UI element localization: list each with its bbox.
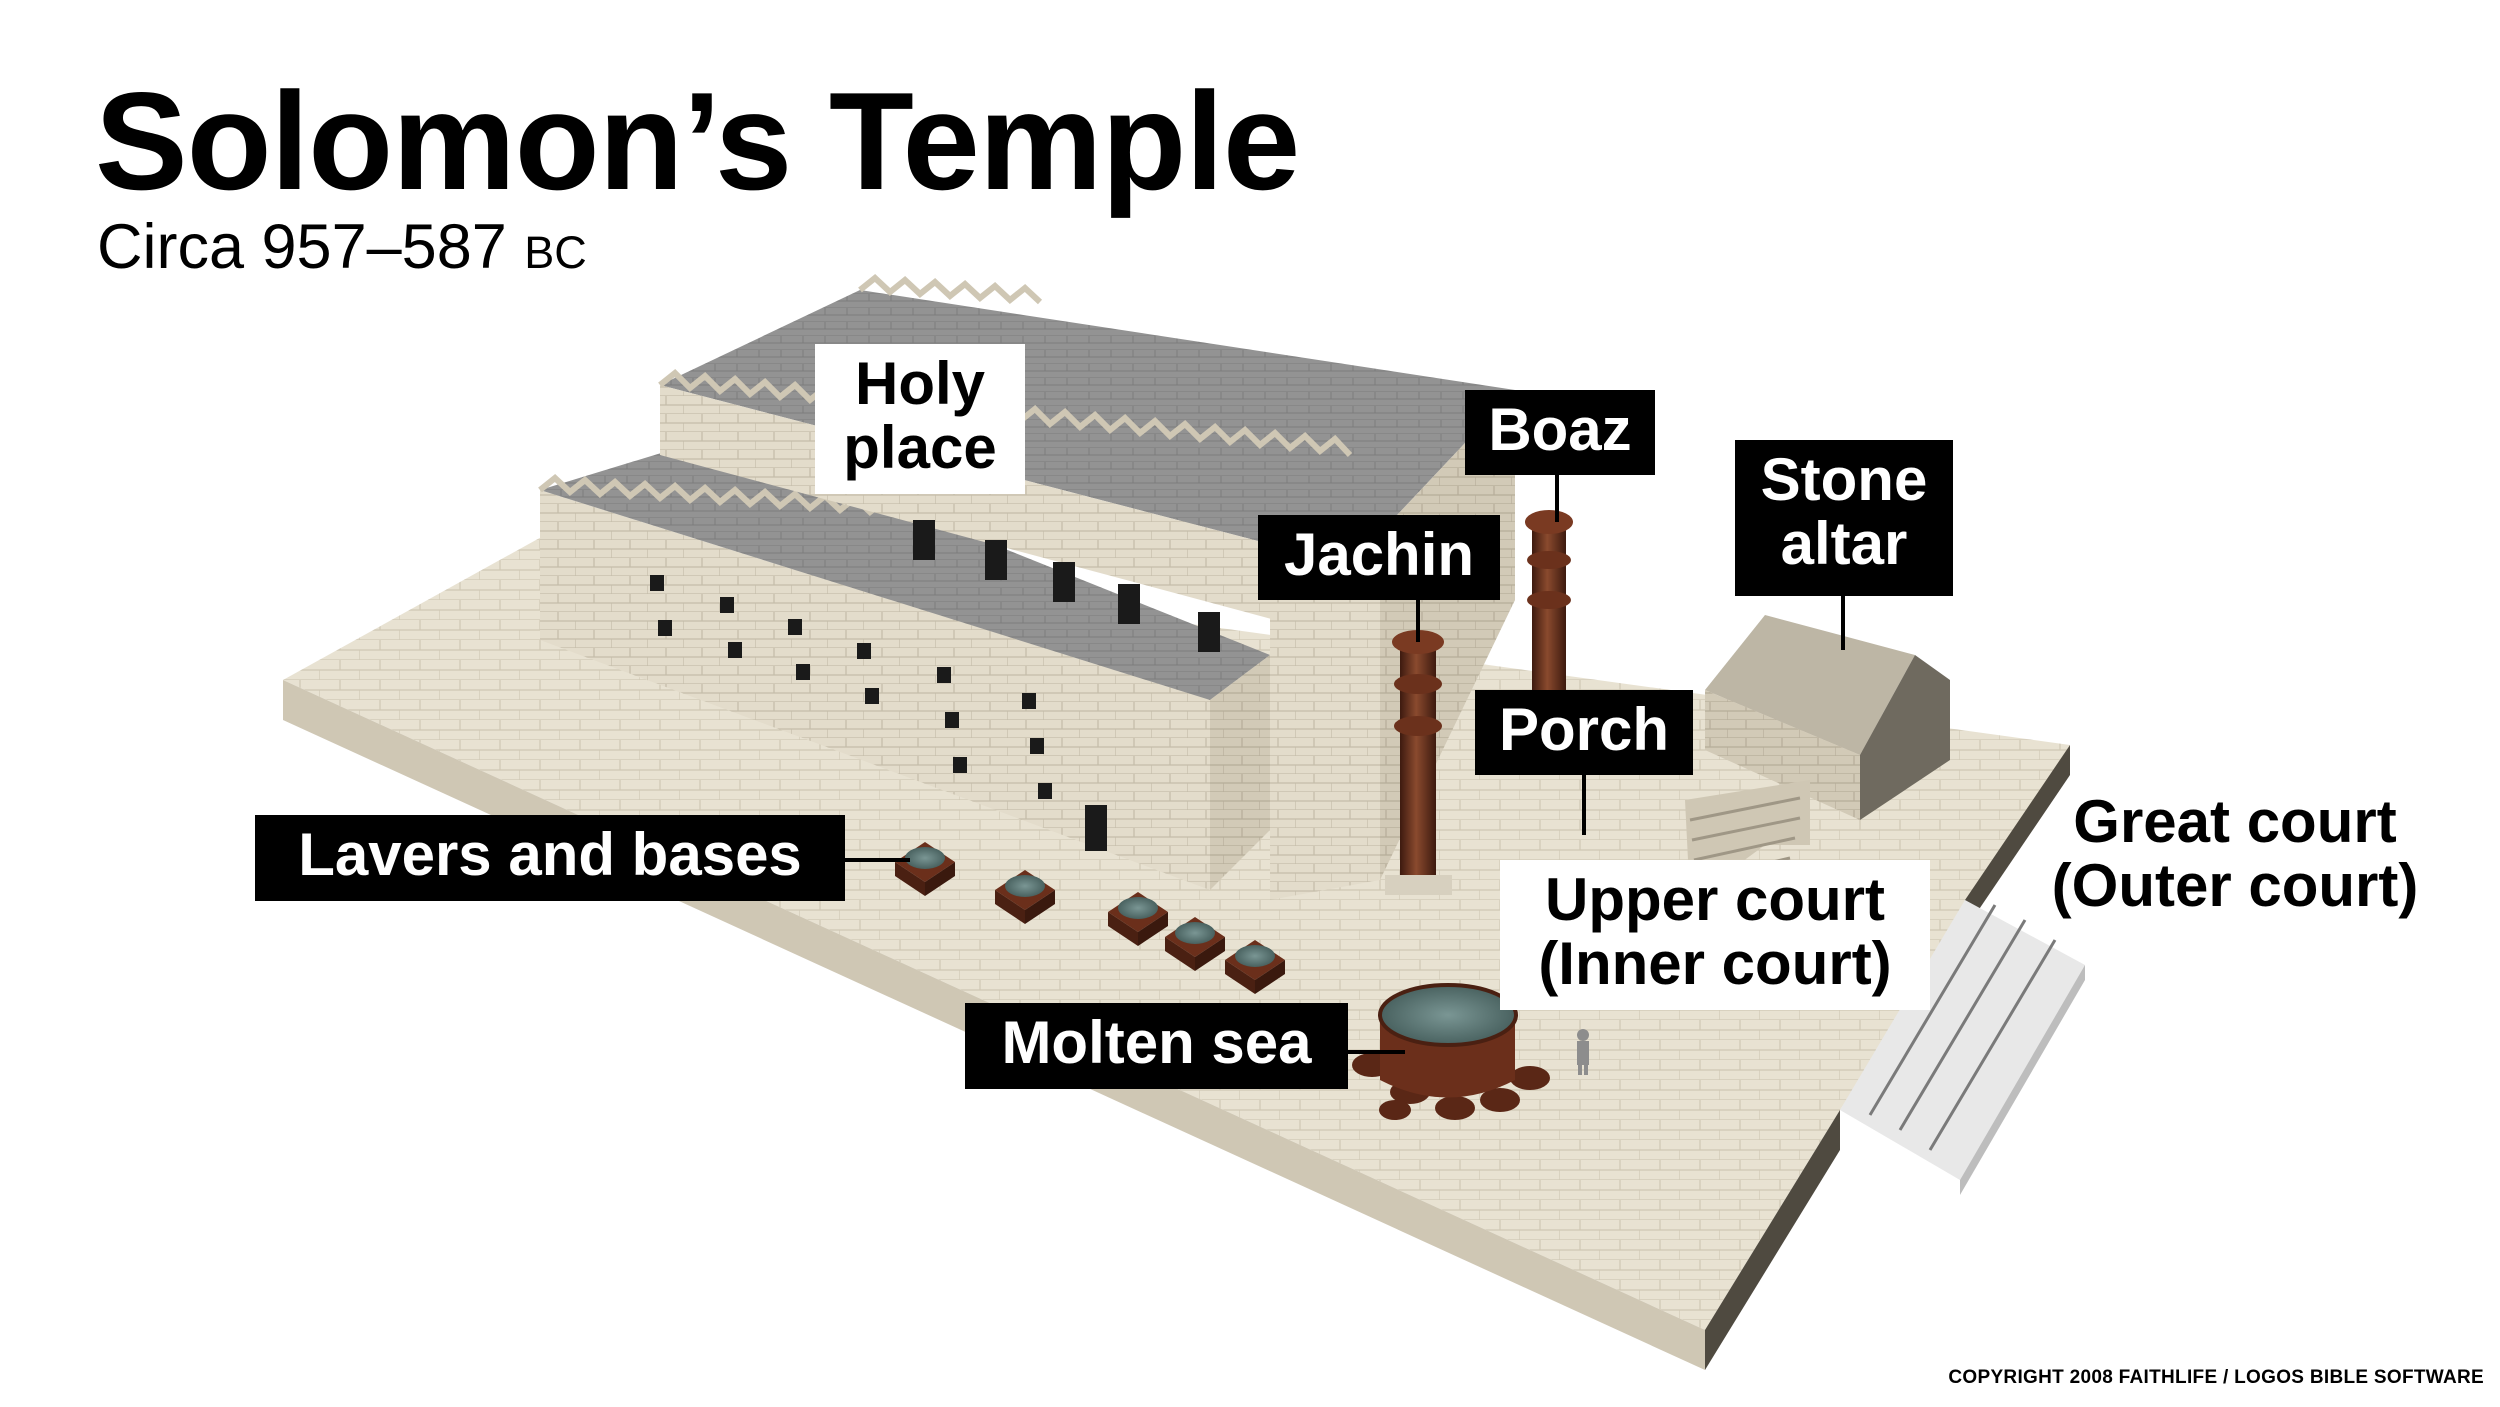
main-building-back-crenellation bbox=[858, 274, 1043, 305]
label-great-court-text: Great court (Outer court) bbox=[2051, 788, 2419, 919]
label-upper-court-text: Upper court (Inner court) bbox=[1538, 866, 1892, 997]
porch-front bbox=[1270, 570, 1380, 900]
label-great-court: Great court (Outer court) bbox=[2030, 790, 2440, 940]
label-stone-altar-text: Stone altar bbox=[1760, 446, 1928, 577]
altar-front bbox=[1705, 690, 1860, 820]
subtitle-era: BC bbox=[524, 227, 587, 278]
lower-windows bbox=[650, 575, 1107, 851]
altar-top bbox=[1705, 615, 1915, 755]
upper-windows bbox=[913, 520, 1220, 652]
altar-side bbox=[1860, 655, 1950, 820]
label-molten-sea: Molten sea bbox=[965, 1003, 1348, 1089]
label-stone-altar: Stone altar bbox=[1735, 440, 1953, 596]
outer-court-steps bbox=[1840, 900, 2085, 1195]
label-holy-place-text: Holy place bbox=[843, 350, 997, 481]
label-porch: Porch bbox=[1475, 690, 1693, 775]
laver bbox=[995, 870, 1055, 924]
label-jachin: Jachin bbox=[1258, 515, 1500, 600]
platform-right-face-upper bbox=[1965, 745, 2070, 930]
copyright-notice: COPYRIGHT 2008 FAITHLIFE / LOGOS BIBLE S… bbox=[1948, 1367, 2484, 1388]
leader-lines bbox=[845, 475, 1845, 1054]
label-upper-court: Upper court (Inner court) bbox=[1500, 860, 1930, 1010]
laver bbox=[1165, 917, 1225, 971]
subtitle-date-range: Circa 957–587 bbox=[97, 212, 525, 282]
pillar-boaz bbox=[1525, 510, 1573, 700]
label-boaz: Boaz bbox=[1465, 390, 1655, 475]
laver bbox=[1108, 892, 1168, 946]
pillar-jachin bbox=[1385, 630, 1452, 895]
lavers bbox=[895, 842, 1285, 994]
label-lavers-and-bases: Lavers and bases bbox=[255, 815, 845, 901]
molten-sea bbox=[1352, 983, 1550, 1120]
label-molten-sea-text: Molten sea bbox=[1001, 1009, 1312, 1076]
laver bbox=[1225, 940, 1285, 994]
label-holy-place: Holy place bbox=[815, 344, 1025, 494]
platform-right-face bbox=[1705, 1110, 1840, 1370]
molten-sea-water bbox=[1378, 983, 1518, 1047]
label-jachin-text: Jachin bbox=[1283, 521, 1475, 588]
person-figure bbox=[1577, 1029, 1589, 1075]
laver bbox=[895, 842, 955, 896]
diagram-subtitle: Circa 957–587 BC bbox=[97, 216, 587, 279]
side-chambers-end-wall bbox=[1210, 655, 1270, 890]
label-lavers-text: Lavers and bases bbox=[298, 821, 802, 888]
label-porch-text: Porch bbox=[1498, 696, 1670, 763]
diagram-title: Solomon’s Temple bbox=[95, 64, 1300, 219]
label-boaz-text: Boaz bbox=[1488, 396, 1632, 463]
